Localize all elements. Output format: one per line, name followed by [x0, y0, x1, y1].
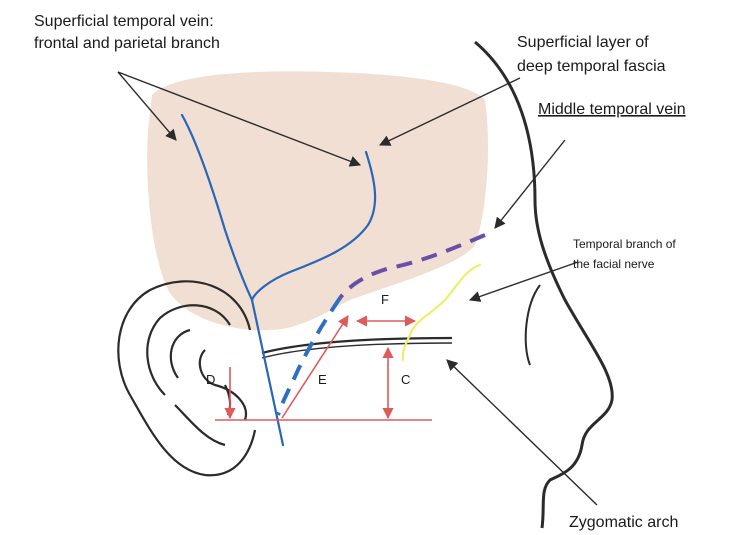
- measurement-lines: [215, 316, 432, 420]
- measure-label-f: F: [381, 292, 389, 307]
- deep-temporal-fascia-area: [147, 71, 488, 330]
- arrow-to-middle-temporal-vein: [495, 140, 565, 228]
- cheek-contour: [526, 285, 540, 365]
- label-middle-temporal-vein: Middle temporal vein: [538, 101, 686, 118]
- label-zygomatic-arch: Zygomatic arch: [569, 514, 678, 531]
- measure-e-arrow: [282, 316, 348, 418]
- measure-label-d: D: [206, 372, 215, 387]
- label-superficial-temporal-vein: Superficial temporal vein: frontal and p…: [34, 13, 220, 52]
- label-deep-temporal-fascia-line2: deep temporal fascia: [517, 58, 666, 75]
- label-superficial-temporal-vein-line2: frontal and parietal branch: [34, 35, 220, 52]
- zygomatic-arch: [262, 338, 452, 358]
- label-deep-temporal-fascia-line1: Superficial layer of: [517, 34, 649, 51]
- temporal-branch-facial-nerve: [403, 265, 480, 360]
- label-deep-temporal-fascia: Superficial layer of deep temporal fasci…: [517, 34, 666, 75]
- label-facial-nerve-branch: Temporal branch of the facial nerve: [573, 237, 679, 271]
- label-facial-nerve-branch-line2: the facial nerve: [573, 257, 655, 271]
- label-superficial-temporal-vein-line1: Superficial temporal vein:: [34, 13, 214, 30]
- label-facial-nerve-branch-line1: Temporal branch of: [573, 237, 676, 251]
- arrow-to-zygomatic-arch: [447, 360, 597, 505]
- measure-label-e: E: [318, 372, 327, 387]
- measure-label-c: C: [401, 372, 410, 387]
